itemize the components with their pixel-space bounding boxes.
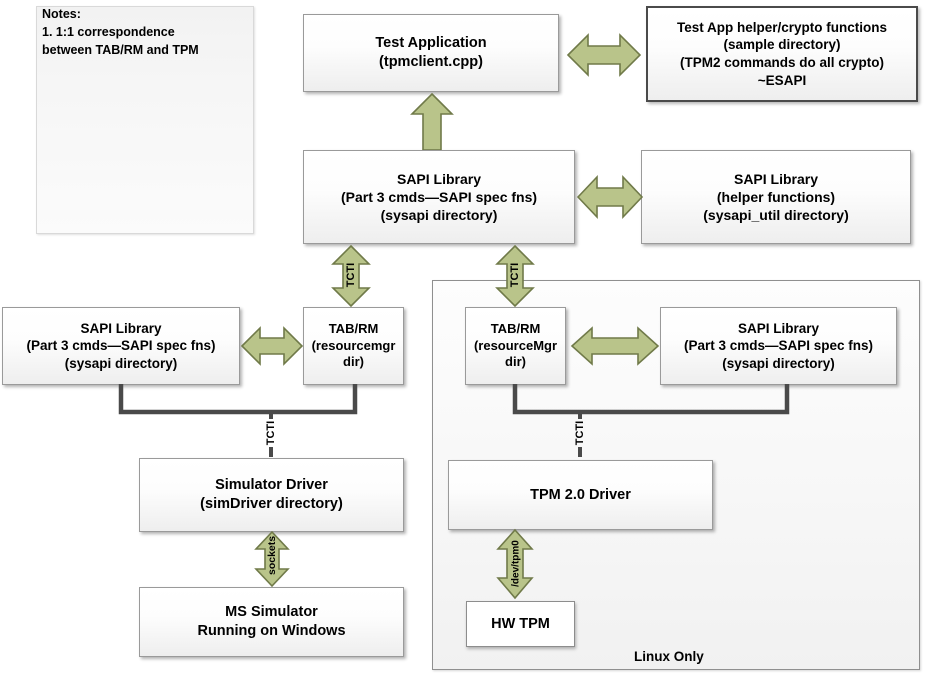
- arrow-dev-tpm0: [494, 528, 536, 600]
- node-tpm-driver[interactable]: TPM 2.0 Driver: [448, 460, 713, 530]
- node-sapi-library-helper[interactable]: SAPI Library (helper functions) (sysapi_…: [641, 150, 911, 244]
- node-sapi-library-main-line-2: (Part 3 cmds—SAPI spec fns): [340, 188, 538, 205]
- arrow-sockets: [253, 530, 291, 588]
- node-simulator-driver[interactable]: Simulator Driver (simDriver directory): [139, 458, 404, 532]
- notes-line-1: 1. 1:1 correspondence: [42, 24, 175, 39]
- node-sapi-library-helper-line-3: (sysapi_util directory): [703, 207, 849, 224]
- node-test-app-helper[interactable]: Test App helper/crypto functions (sample…: [646, 6, 918, 102]
- node-ms-simulator[interactable]: MS Simulator Running on Windows: [139, 587, 404, 657]
- arrow-tcti-right: [494, 244, 536, 308]
- node-tabrm-windows-line-3: dir): [343, 354, 364, 370]
- arrow-sapi-win-to-tabrm-win: [240, 325, 304, 367]
- node-test-application-line-2: (tpmclient.cpp): [379, 54, 483, 70]
- node-sapi-library-windows-line-2: (Part 3 cmds—SAPI spec fns): [26, 338, 216, 354]
- node-tabrm-windows-line-1: TAB/RM: [328, 320, 379, 336]
- node-sapi-library-helper-line-2: (helper functions): [716, 188, 836, 205]
- node-sapi-library-windows-line-3: (sysapi directory): [64, 355, 178, 371]
- node-test-application[interactable]: Test Application (tpmclient.cpp): [303, 14, 559, 92]
- node-simulator-driver-line-2: (simDriver directory): [200, 496, 343, 512]
- node-test-app-helper-line-1: Test App helper/crypto functions: [676, 19, 887, 35]
- bracket-windows-tcti: [118, 384, 358, 416]
- node-sapi-library-linux-line-3: (sysapi directory): [722, 355, 835, 371]
- notes-heading: Notes:: [42, 7, 81, 21]
- edge-label-tcti-left-top: TCTI: [345, 262, 357, 288]
- node-sapi-library-linux[interactable]: SAPI Library (Part 3 cmds—SAPI spec fns)…: [660, 307, 897, 385]
- node-ms-simulator-line-2: Running on Windows: [197, 623, 346, 639]
- node-ms-simulator-line-1: MS Simulator: [225, 604, 318, 621]
- edge-label-tcti-right-top: TCTI: [509, 262, 521, 288]
- node-tabrm-linux[interactable]: TAB/RM (resourceMgr dir): [465, 307, 566, 385]
- node-hw-tpm[interactable]: HW TPM: [466, 601, 575, 647]
- arrow-sapi-main-to-helper: [576, 174, 644, 220]
- node-sapi-library-windows-line-1: SAPI Library: [80, 320, 162, 336]
- edge-label-tcti-right-bottom: TCTI: [574, 419, 586, 447]
- node-test-app-helper-line-3: (TPM2 commands do all crypto): [679, 55, 885, 70]
- node-test-app-helper-line-2: (sample directory): [723, 37, 841, 53]
- node-sapi-library-linux-line-2: (Part 3 cmds—SAPI spec fns): [683, 338, 874, 354]
- notes-line-2: between TAB/RM and TPM: [42, 42, 199, 57]
- node-tabrm-windows[interactable]: TAB/RM (resourcemgr dir): [303, 307, 404, 385]
- bracket-linux-tcti: [512, 384, 790, 416]
- node-hw-tpm-line-1: HW TPM: [491, 615, 550, 632]
- arrow-sapi-to-testapp: [409, 92, 455, 152]
- node-tabrm-windows-line-2: (resourcemgr: [311, 337, 396, 353]
- node-test-application-line-1: Test Application: [375, 35, 487, 52]
- node-sapi-library-linux-line-1: SAPI Library: [737, 320, 820, 336]
- node-tabrm-linux-line-1: TAB/RM: [490, 320, 541, 336]
- node-tabrm-linux-line-3: dir): [505, 354, 526, 370]
- node-simulator-driver-line-1: Simulator Driver: [215, 477, 328, 494]
- node-sapi-library-main-line-1: SAPI Library: [396, 170, 482, 187]
- arrow-tabrm-linux-to-sapi-linux: [570, 325, 660, 367]
- node-sapi-library-main[interactable]: SAPI Library (Part 3 cmds—SAPI spec fns)…: [303, 150, 575, 244]
- notes-panel: [36, 6, 254, 234]
- linux-only-label: Linux Only: [634, 649, 704, 664]
- node-sapi-library-helper-line-1: SAPI Library: [733, 170, 819, 187]
- edge-label-tcti-left-bottom: TCTI: [265, 419, 277, 447]
- notes-text: Notes: 1. 1:1 correspondence between TAB…: [42, 6, 199, 59]
- edge-label-sockets: sockets: [266, 535, 278, 575]
- node-sapi-library-windows[interactable]: SAPI Library (Part 3 cmds—SAPI spec fns)…: [2, 307, 240, 385]
- arrow-tcti-left: [330, 244, 372, 308]
- node-tabrm-linux-line-2: (resourceMgr: [473, 337, 558, 353]
- node-tpm-driver-line-1: TPM 2.0 Driver: [530, 486, 631, 503]
- edge-label-dev-tpm0: /dev/tpm0: [510, 540, 522, 587]
- arrow-testapp-to-helper: [566, 32, 642, 78]
- node-test-app-helper-line-4: ~ESAPI: [757, 72, 807, 88]
- node-sapi-library-main-line-3: (sysapi directory): [380, 207, 498, 224]
